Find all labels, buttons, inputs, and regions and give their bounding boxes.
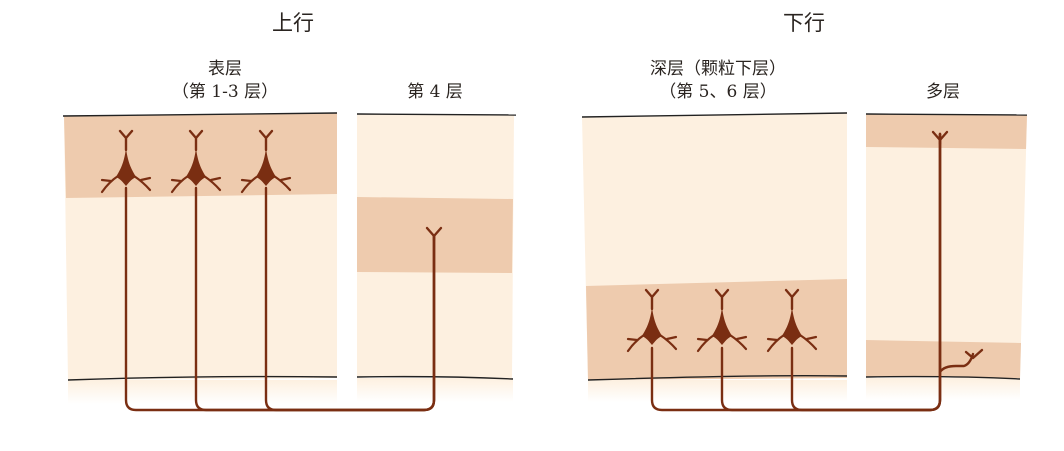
descending-neuron-1 [626, 288, 678, 353]
descending-axon-3 [790, 132, 942, 412]
ascending-neuron-3 [240, 129, 292, 194]
layer4-panel [356, 113, 517, 402]
pial-surface-line [356, 113, 517, 116]
superficial-sublabel: （第 1-3 层） [172, 82, 278, 102]
superficial-label: 表层 [208, 59, 242, 79]
deep-sublabel: （第 5、6 层） [659, 82, 776, 102]
lower-axon-terminal [964, 348, 984, 360]
layer4-label: 第 4 层 [407, 82, 463, 102]
multi-label: 多层 [926, 82, 960, 102]
deep-label: 深层（颗粒下层） [650, 59, 786, 79]
ascending-axon-3 [264, 186, 436, 412]
upper-axon-terminal [931, 130, 949, 146]
ascending-neuron-2 [170, 129, 222, 194]
pial-surface-line [581, 112, 848, 118]
white-matter-line [356, 375, 514, 380]
white-matter-line [67, 375, 338, 381]
ascending-title: 上行 [272, 11, 314, 35]
deep-panel [581, 112, 848, 402]
ascending-neuron-1 [100, 129, 152, 194]
lower-target-band [866, 340, 1021, 378]
descending-pathway [626, 130, 984, 412]
pial-surface-line [865, 113, 1028, 116]
lower-branch-axon [938, 352, 975, 374]
superficial-panel [62, 112, 338, 404]
layers-1-3-band [64, 113, 337, 198]
descending-title: 下行 [783, 11, 825, 35]
pial-surface-line [62, 112, 338, 117]
white-matter-line [865, 375, 1021, 380]
descending-neuron-3 [766, 288, 818, 353]
multi-panel [865, 113, 1028, 400]
layer4-axon-terminal [425, 226, 443, 242]
ascending-pathway [100, 129, 443, 412]
descending-neuron-2 [696, 288, 748, 353]
white-matter-line [587, 375, 848, 381]
